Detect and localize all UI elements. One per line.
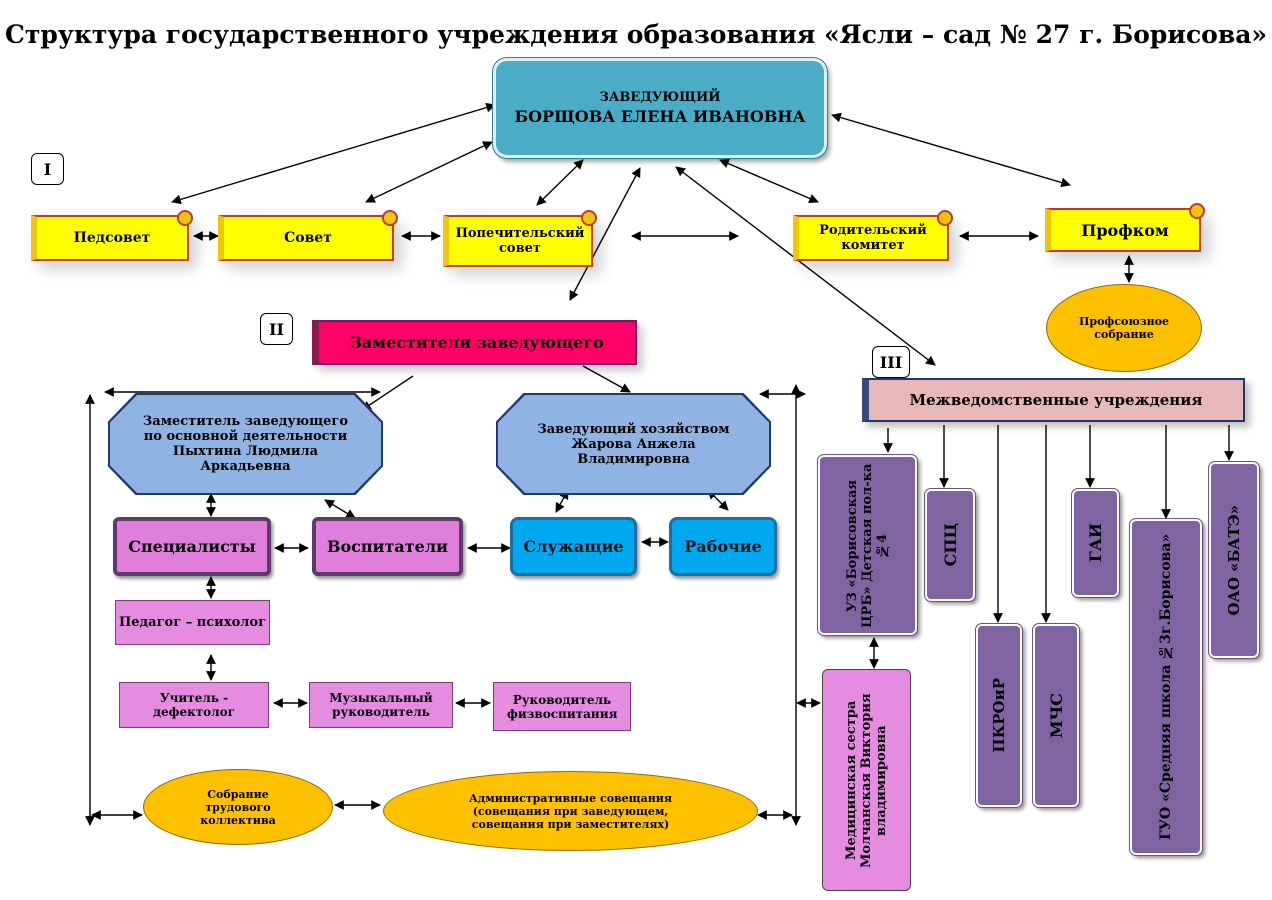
labor-meeting-ellipse[interactable]: Собрание трудового коллектива: [143, 769, 333, 845]
hospital-label: УЗ «Борисовская ЦРБ» Детская пол-ка №4: [845, 462, 890, 628]
roditel-label: Родительский комитет: [819, 223, 927, 253]
deputies-banner-label: Заместители заведующего: [350, 333, 604, 352]
nurse-box[interactable]: Медицинская сестра Молчанская Виктория в…: [822, 669, 911, 891]
bate-label: ОАО «БАТЭ»: [1225, 504, 1243, 616]
workers-box[interactable]: Рабочие: [669, 517, 777, 576]
employees-box[interactable]: Служащие: [510, 517, 637, 576]
head-name: БОРЩОВА ЕЛЕНА ИВАНОВНА: [514, 107, 806, 126]
main-deputy-box[interactable]: Заместитель заведующего по основной деят…: [108, 393, 383, 495]
bate-box[interactable]: ОАО «БАТЭ»: [1208, 461, 1260, 659]
household-box[interactable]: Заведующий хозяйством Жарова Анжела Влад…: [496, 393, 771, 495]
interdept-banner[interactable]: Межведомственные учреждения: [862, 378, 1245, 422]
defectologist-box[interactable]: Учитель - дефектолог: [119, 682, 269, 728]
arrow-head-profkom: [831, 112, 1071, 188]
specialists-box[interactable]: Специалисты: [113, 517, 271, 576]
household-label: Заведующий хозяйством Жарова Анжела Влад…: [498, 395, 769, 493]
spc-box[interactable]: СПЦ: [924, 488, 976, 602]
pedsovet-label: Педсовет: [73, 230, 151, 246]
pedsovet-box[interactable]: Педсовет: [31, 210, 193, 261]
psychologist-label: Педагог – психолог: [118, 615, 267, 630]
music-label: Музыкальный руководитель: [329, 691, 433, 719]
sport-label: Руководитель физвоспитания: [507, 692, 618, 721]
arrow-head-popechit: [536, 159, 584, 206]
nurse-label: Медицинская сестра Молчанская Виктория в…: [844, 692, 889, 868]
profkom-box[interactable]: Профком: [1045, 203, 1205, 252]
main-deputy-label: Заместитель заведующего по основной деят…: [110, 395, 381, 493]
spc-label: СПЦ: [940, 523, 960, 567]
roman-three: III: [872, 346, 910, 378]
school-label: ГУО «Средняя школа №3г.Борисова»: [1158, 533, 1174, 841]
gai-label: ГАИ: [1086, 523, 1105, 563]
popechit-label: Попечительский совет: [455, 226, 585, 256]
workers-label: Рабочие: [684, 537, 762, 556]
arrow-head-interdept: [675, 166, 936, 366]
roman-two: II: [260, 313, 293, 345]
arrow-head-roditel: [719, 158, 819, 204]
profkom-label: Профком: [1081, 220, 1169, 240]
deputies-banner[interactable]: Заместители заведующего: [312, 320, 637, 365]
employees-label: Служащие: [523, 537, 624, 556]
profsobranie-label: Профсоюзное собрание: [1079, 315, 1170, 341]
popechit-box[interactable]: Попечительский совет: [443, 210, 597, 267]
defectologist-label: Учитель - дефектолог: [152, 691, 235, 719]
psychologist-box[interactable]: Педагог – психолог: [115, 600, 270, 645]
gai-box[interactable]: ГАИ: [1071, 488, 1120, 598]
page-title: Структура государственного учреждения об…: [4, 20, 1268, 49]
head-title: ЗАВЕДУЮЩИЙ: [599, 90, 721, 105]
admin-meeting-label: Административные совещания (совещания пр…: [468, 791, 673, 831]
specialists-label: Специалисты: [128, 537, 256, 556]
profsobranie-ellipse[interactable]: Профсоюзное собрание: [1046, 284, 1202, 372]
hospital-box[interactable]: УЗ «Борисовская ЦРБ» Детская пол-ка №4: [817, 454, 918, 636]
mchs-box[interactable]: МЧС: [1032, 623, 1080, 808]
roditel-box[interactable]: Родительский комитет: [793, 210, 953, 261]
pkroir-label: ПКРОиР: [990, 678, 1008, 753]
roman-one: I: [31, 153, 64, 185]
school-box[interactable]: ГУО «Средняя школа №3г.Борисова»: [1129, 518, 1203, 856]
mchs-label: МЧС: [1046, 692, 1066, 739]
sovet-box[interactable]: Совет: [218, 210, 398, 261]
arrow-head-sovet: [365, 141, 493, 203]
educators-label: Воспитатели: [326, 537, 449, 556]
labor-meeting-label: Собрание трудового коллектива: [200, 787, 276, 827]
pkroir-box[interactable]: ПКРОиР: [975, 623, 1023, 808]
admin-meeting-ellipse[interactable]: Административные совещания (совещания пр…: [383, 771, 758, 851]
sovet-label: Совет: [284, 230, 332, 246]
arrow-head-deputies: [569, 167, 641, 301]
sport-box[interactable]: Руководитель физвоспитания: [493, 682, 631, 731]
music-box[interactable]: Музыкальный руководитель: [309, 682, 453, 728]
interdept-banner-label: Межведомственные учреждения: [909, 391, 1203, 409]
arrow-head-pedsovet: [171, 102, 496, 205]
educators-box[interactable]: Воспитатели: [312, 517, 463, 576]
head-box[interactable]: ЗАВЕДУЮЩИЙ БОРЩОВА ЕЛЕНА ИВАНОВНА: [492, 57, 828, 159]
